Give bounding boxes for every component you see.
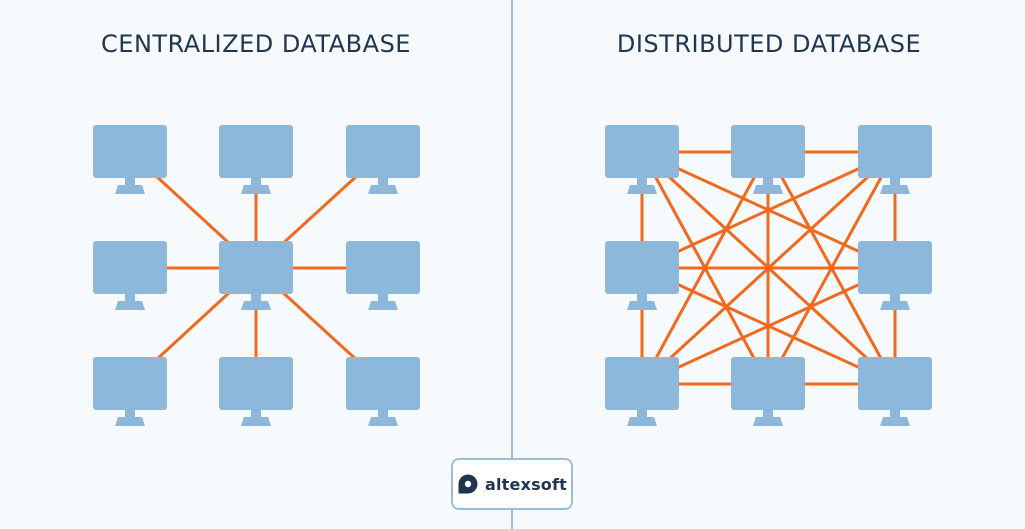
monitor-screen — [731, 357, 805, 410]
monitor-base — [241, 417, 271, 426]
monitor-screen — [219, 241, 293, 294]
distributed-connection-line — [640, 150, 770, 386]
peer-computer — [731, 357, 805, 426]
monitor-neck — [637, 177, 647, 186]
client-computer — [93, 357, 167, 426]
monitor-screen — [346, 357, 420, 410]
monitor-screen — [346, 125, 420, 178]
monitor-neck — [763, 409, 773, 418]
monitor-base — [115, 417, 145, 426]
monitor-neck — [763, 177, 773, 186]
monitor-screen — [346, 241, 420, 294]
monitor-screen — [219, 125, 293, 178]
distributed-connection-line — [640, 150, 897, 270]
monitor-screen — [858, 357, 932, 410]
monitor-screen — [858, 125, 932, 178]
monitor-neck — [251, 177, 261, 186]
monitor-screen — [605, 241, 679, 294]
client-computer — [346, 125, 420, 194]
monitor-base — [368, 301, 398, 310]
distributed-database-title: DISTRIBUTED DATABASE — [616, 30, 922, 58]
monitor-base — [241, 185, 271, 194]
peer-computer — [605, 125, 679, 194]
peer-computer — [605, 241, 679, 310]
monitor-base — [627, 301, 657, 310]
monitor-neck — [890, 177, 900, 186]
client-computer — [346, 241, 420, 310]
monitor-base — [115, 301, 145, 310]
monitor-neck — [251, 293, 261, 302]
monitor-screen — [219, 357, 293, 410]
panel-divider — [511, 0, 513, 529]
monitor-base — [115, 185, 145, 194]
monitor-base — [880, 185, 910, 194]
monitor-screen — [93, 125, 167, 178]
monitor-screen — [858, 241, 932, 294]
monitor-screen — [93, 357, 167, 410]
monitor-screen — [93, 241, 167, 294]
peer-computer — [858, 241, 932, 310]
peer-computer — [731, 125, 805, 194]
distributed-connection-line — [766, 150, 897, 386]
monitor-base — [627, 417, 657, 426]
monitor-neck — [125, 293, 135, 302]
monitor-base — [753, 417, 783, 426]
client-computer — [93, 241, 167, 310]
centralized-computers — [93, 125, 420, 426]
monitor-neck — [251, 409, 261, 418]
client-computer — [219, 125, 293, 194]
monitor-neck — [890, 409, 900, 418]
client-computer — [93, 125, 167, 194]
centralized-database-title: CENTRALIZED DATABASE — [101, 30, 411, 58]
peer-computer — [858, 125, 932, 194]
monitor-screen — [605, 357, 679, 410]
monitor-base — [368, 417, 398, 426]
central-server-computer — [219, 241, 293, 310]
altexsoft-logo-icon — [458, 474, 478, 494]
client-computer — [346, 357, 420, 426]
monitor-base — [368, 185, 398, 194]
monitor-base — [241, 301, 271, 310]
client-computer — [219, 357, 293, 426]
monitor-neck — [890, 293, 900, 302]
logo-text: altexsoft — [484, 474, 568, 494]
monitor-screen — [731, 125, 805, 178]
monitor-neck — [378, 293, 388, 302]
altexsoft-logo: altexsoft — [451, 458, 573, 510]
peer-computer — [605, 357, 679, 426]
monitor-neck — [125, 409, 135, 418]
monitor-base — [627, 185, 657, 194]
monitor-neck — [637, 409, 647, 418]
monitor-neck — [378, 409, 388, 418]
peer-computer — [858, 357, 932, 426]
distributed-connection-line — [640, 266, 897, 386]
distributed-computers — [605, 125, 932, 426]
monitor-neck — [637, 293, 647, 302]
monitor-base — [880, 301, 910, 310]
monitor-neck — [125, 177, 135, 186]
monitor-base — [753, 185, 783, 194]
monitor-base — [880, 417, 910, 426]
monitor-neck — [378, 177, 388, 186]
monitor-screen — [605, 125, 679, 178]
